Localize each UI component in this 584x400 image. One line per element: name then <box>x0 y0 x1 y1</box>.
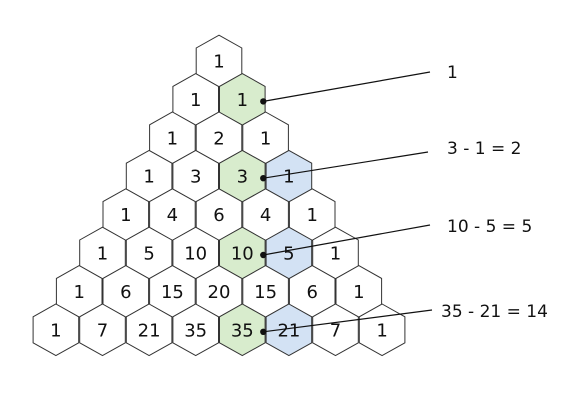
annotation-label: 3 - 1 = 2 <box>447 139 521 159</box>
hex-value: 15 <box>254 282 277 303</box>
hex-shape <box>265 303 313 357</box>
hex-shape <box>358 303 406 357</box>
leader-dot <box>260 251 267 259</box>
hex-value: 3 <box>237 167 248 188</box>
hex-cell-r7-c3: 35 <box>172 303 219 357</box>
hex-value: 7 <box>330 320 341 341</box>
hex-value: 3 <box>190 167 201 188</box>
hex-value: 10 <box>231 244 254 265</box>
hex-value: 1 <box>73 282 84 303</box>
hex-cell-r7-c7: 1 <box>358 303 406 357</box>
hex-value: 1 <box>330 244 341 265</box>
annotation-leaders <box>260 71 433 335</box>
hex-cell-r6-c2: 15 <box>149 265 196 318</box>
hex-value: 15 <box>161 282 184 303</box>
hex-value: 1 <box>283 167 294 188</box>
hex-value: 6 <box>213 205 224 226</box>
hex-cell-r5-c3-green: 10 <box>219 226 266 280</box>
hex-cell-r7-c2: 21 <box>125 303 173 357</box>
hex-value: 5 <box>143 244 154 265</box>
hex-value: 20 <box>208 282 231 303</box>
hex-cell-r5-c2: 10 <box>172 226 219 280</box>
leader-dot <box>260 98 267 105</box>
annotation-label: 10 - 5 = 5 <box>447 217 532 237</box>
hex-value: 2 <box>213 128 224 149</box>
hex-cell-r6-c4: 15 <box>242 265 289 318</box>
hex-value: 1 <box>50 320 61 341</box>
hex-cell-r7-c4-green: 35 <box>219 303 266 357</box>
hex-shape <box>312 303 359 357</box>
hex-value: 1 <box>353 282 364 303</box>
hex-value: 5 <box>283 244 294 265</box>
hex-cell-r7-c5-blue: 21 <box>265 303 313 357</box>
hex-value: 1 <box>213 52 224 73</box>
hex-value: 1 <box>376 320 387 341</box>
hex-cell-r6-c3: 20 <box>195 265 243 318</box>
annotation-labels: 1 3 - 1 = 2 10 - 5 = 5 35 - 21 = 14 <box>441 63 548 322</box>
leader-dot <box>260 328 267 335</box>
hex-value: 6 <box>306 282 317 303</box>
leader-dot <box>260 175 267 182</box>
leader-line <box>263 71 431 102</box>
hex-shape <box>32 303 80 357</box>
hex-value: 1 <box>306 205 317 226</box>
hex-value: 21 <box>138 320 161 341</box>
hex-shape <box>172 303 219 357</box>
hex-value: 1 <box>260 128 271 149</box>
hex-value: 35 <box>184 320 207 341</box>
hex-shape <box>79 303 126 357</box>
hex-value: 6 <box>120 282 131 303</box>
hex-value: 4 <box>260 205 271 226</box>
leader-line <box>263 309 433 333</box>
hex-cell-r7-c1: 7 <box>79 303 126 357</box>
hex-value: 7 <box>97 320 108 341</box>
hex-cell-r7-c6: 7 <box>312 303 359 357</box>
hex-value: 4 <box>167 205 178 226</box>
hex-shape <box>219 303 266 357</box>
hex-value: 1 <box>97 244 108 265</box>
annotation-label: 1 <box>447 63 458 83</box>
leader-line <box>263 151 429 179</box>
hex-value: 21 <box>277 320 300 341</box>
hex-value: 1 <box>237 90 248 111</box>
hex-value: 1 <box>120 205 131 226</box>
hex-cell-r7-c0: 1 <box>32 303 80 357</box>
hex-shape <box>125 303 173 357</box>
hex-value: 1 <box>167 128 178 149</box>
hex-value: 35 <box>231 320 254 341</box>
leader-line <box>263 224 431 256</box>
annotation-label: 35 - 21 = 14 <box>441 302 548 322</box>
hex-value: 10 <box>184 244 207 265</box>
hex-value: 1 <box>143 167 154 188</box>
hex-value: 1 <box>190 90 201 111</box>
